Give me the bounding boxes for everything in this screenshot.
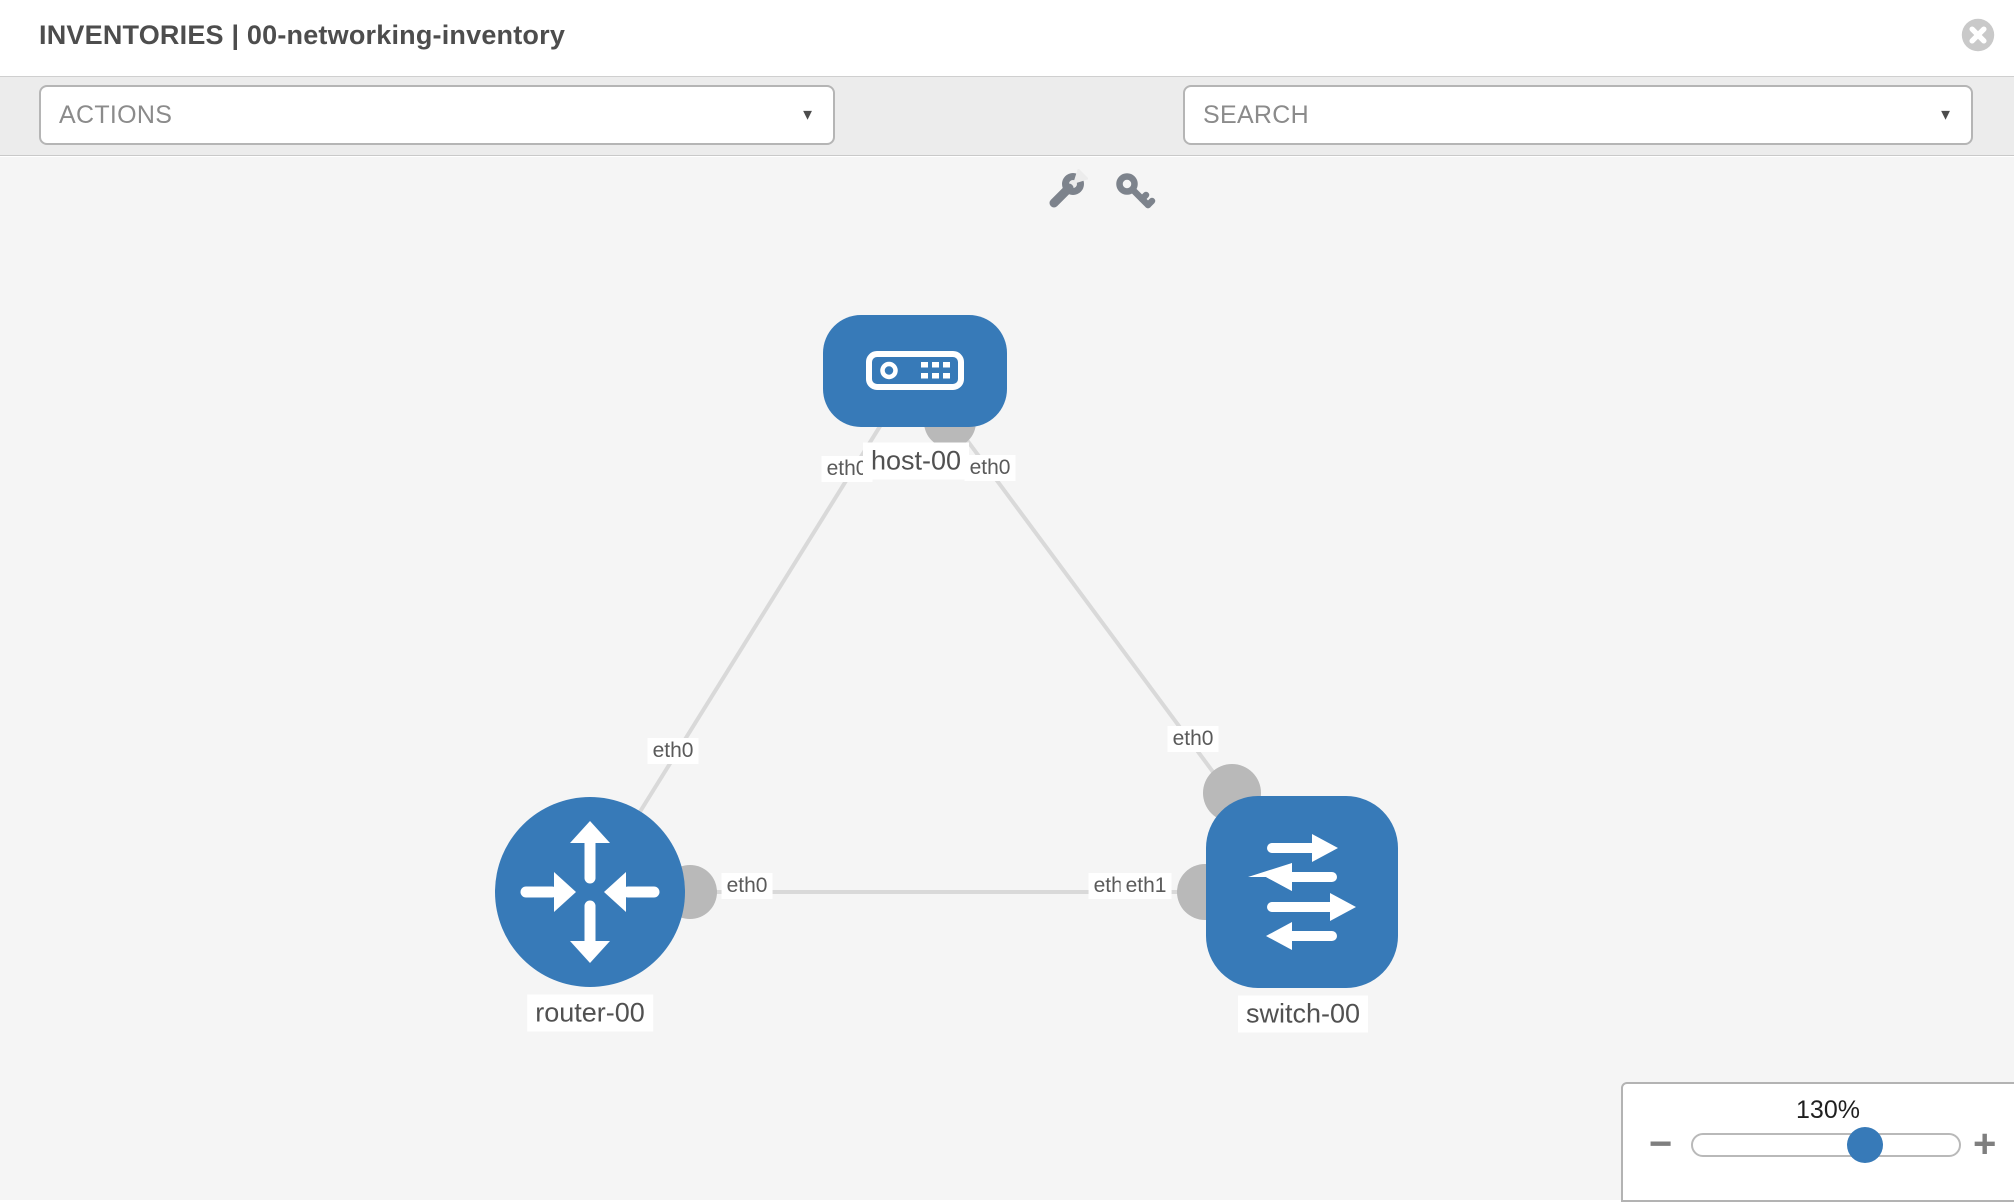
key-button[interactable] <box>1112 169 1156 213</box>
zoom-slider-track[interactable] <box>1691 1133 1961 1157</box>
node-router[interactable] <box>495 797 685 987</box>
server-icon <box>866 351 964 390</box>
chevron-down-icon: ▼ <box>1938 106 1953 124</box>
actions-label: ACTIONS <box>59 100 173 129</box>
iface-label: eth0 <box>1167 726 1219 752</box>
wrench-button[interactable] <box>1044 169 1088 213</box>
zoom-in-button[interactable]: + <box>1973 1122 1997 1166</box>
node-host[interactable] <box>823 315 1007 427</box>
toolbar: ACTIONS ▼ SEARCH ▼ <box>0 76 2014 209</box>
iface-label: eth1 <box>1120 873 1172 899</box>
page-header: INVENTORIES | 00-networking-inventory <box>0 0 2014 76</box>
search-placeholder: SEARCH <box>1203 100 1309 129</box>
node-label-switch: switch-00 <box>1237 995 1369 1033</box>
wrench-icon <box>1049 169 1088 208</box>
key-icon <box>1116 173 1156 209</box>
switch-icon <box>1248 834 1356 950</box>
node-label-router: router-00 <box>527 994 653 1032</box>
page-title: INVENTORIES | 00-networking-inventory <box>39 20 566 50</box>
iface-label: eth0 <box>721 873 773 899</box>
iface-label: eth0 <box>964 455 1016 481</box>
search-dropdown[interactable]: SEARCH ▼ <box>1183 85 1973 145</box>
zoom-value: 130% <box>1796 1096 1860 1124</box>
zoom-panel: 130% − + <box>1621 1082 2014 1202</box>
zoom-slider-thumb[interactable] <box>1847 1127 1883 1163</box>
node-switch[interactable] <box>1206 796 1398 988</box>
topology-canvas[interactable] <box>0 157 2014 1200</box>
chevron-down-icon: ▼ <box>800 106 815 124</box>
iface-label: eth0 <box>647 738 699 764</box>
zoom-out-button[interactable]: − <box>1649 1122 1673 1166</box>
actions-dropdown[interactable]: ACTIONS ▼ <box>39 85 835 145</box>
close-button[interactable] <box>1960 17 1996 53</box>
router-icon <box>520 821 660 963</box>
node-label-host: host-00 <box>862 442 970 480</box>
